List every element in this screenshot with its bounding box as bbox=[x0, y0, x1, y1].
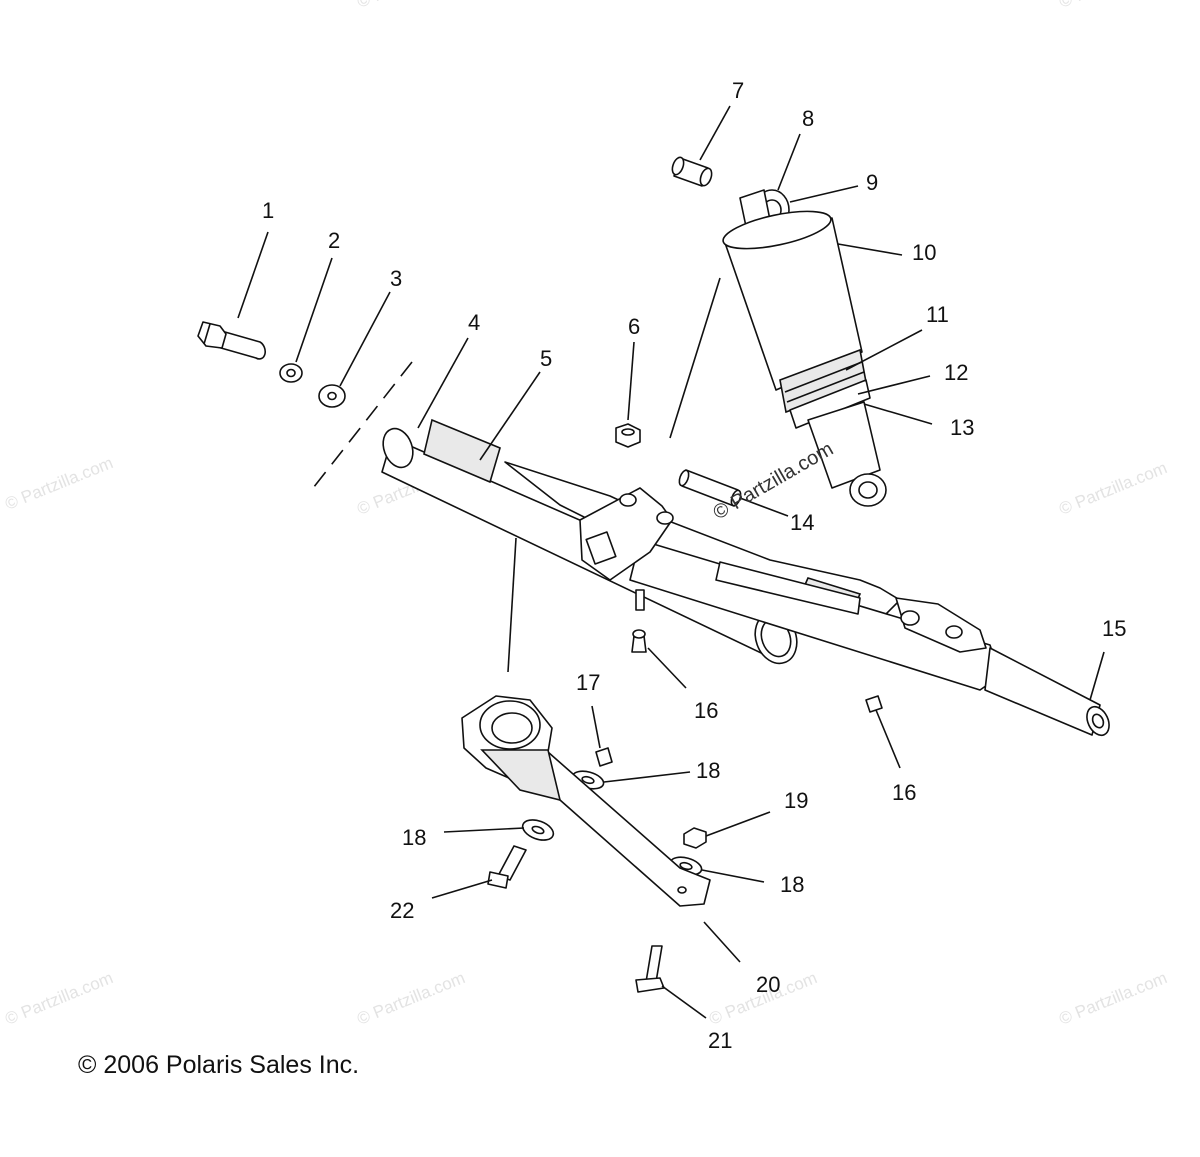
part-22-bolt bbox=[487, 845, 527, 889]
callout-16: 16 bbox=[892, 780, 916, 805]
part-16-grease-fitting bbox=[631, 629, 883, 713]
callout-11: 11 bbox=[926, 302, 949, 327]
watermark: © Partzilla.com bbox=[354, 968, 467, 1029]
callout-22: 22 bbox=[390, 898, 414, 923]
part-2-washer bbox=[279, 363, 303, 383]
callout-9: 9 bbox=[866, 170, 878, 195]
part-21-bolt bbox=[635, 945, 665, 993]
callout-19: 19 bbox=[784, 788, 808, 813]
callout-10: 10 bbox=[912, 240, 936, 265]
watermark: © Partzilla.com bbox=[1056, 458, 1169, 519]
part-3-washer bbox=[318, 384, 346, 408]
copyright-text: © 2006 Polaris Sales Inc. bbox=[78, 1051, 359, 1079]
part-7-bushing bbox=[671, 156, 713, 187]
callout-3: 3 bbox=[390, 266, 402, 291]
watermark: © Partzilla.com bbox=[2, 968, 115, 1029]
callout-14: 14 bbox=[790, 510, 814, 535]
part-6-nut bbox=[615, 423, 641, 448]
watermark: © Partzilla.com bbox=[1056, 968, 1169, 1029]
callout-labels: 1 2 3 4 5 6 7 8 9 10 11 12 13 14 15 16 1… bbox=[262, 78, 1126, 1053]
callout-5: 5 bbox=[540, 346, 552, 371]
callout-4: 4 bbox=[468, 310, 480, 335]
part-10-shock-absorber bbox=[722, 189, 887, 507]
part-14-pin bbox=[678, 469, 742, 507]
part-17-screw bbox=[595, 747, 613, 767]
part-4-5-frame-arm bbox=[381, 418, 1110, 737]
callout-18: 18 bbox=[696, 758, 720, 783]
part-20-arm bbox=[461, 695, 711, 907]
callout-17: 17 bbox=[576, 670, 600, 695]
callout-20: 20 bbox=[756, 972, 780, 997]
callout-1: 1 bbox=[262, 198, 274, 223]
callout-18: 18 bbox=[402, 825, 426, 850]
callout-12: 12 bbox=[944, 360, 968, 385]
part-1-bolt bbox=[197, 321, 266, 360]
part-19-nut bbox=[683, 827, 707, 849]
callout-2: 2 bbox=[328, 228, 340, 253]
callout-8: 8 bbox=[802, 106, 814, 131]
center-watermark: © Partzilla.com bbox=[710, 438, 838, 524]
callout-6: 6 bbox=[628, 314, 640, 339]
callout-7: 7 bbox=[732, 78, 744, 103]
callout-21: 21 bbox=[708, 1028, 732, 1053]
callout-13: 13 bbox=[950, 415, 974, 440]
watermark: © Partzilla.com bbox=[354, 0, 467, 12]
callout-16: 16 bbox=[694, 698, 718, 723]
watermark: © Partzilla.com bbox=[1056, 0, 1169, 12]
part-18-washers bbox=[521, 770, 703, 876]
callout-15: 15 bbox=[1102, 616, 1126, 641]
leader-lines bbox=[237, 105, 1105, 1019]
callout-18: 18 bbox=[780, 872, 804, 897]
watermark: © Partzilla.com bbox=[2, 453, 115, 514]
